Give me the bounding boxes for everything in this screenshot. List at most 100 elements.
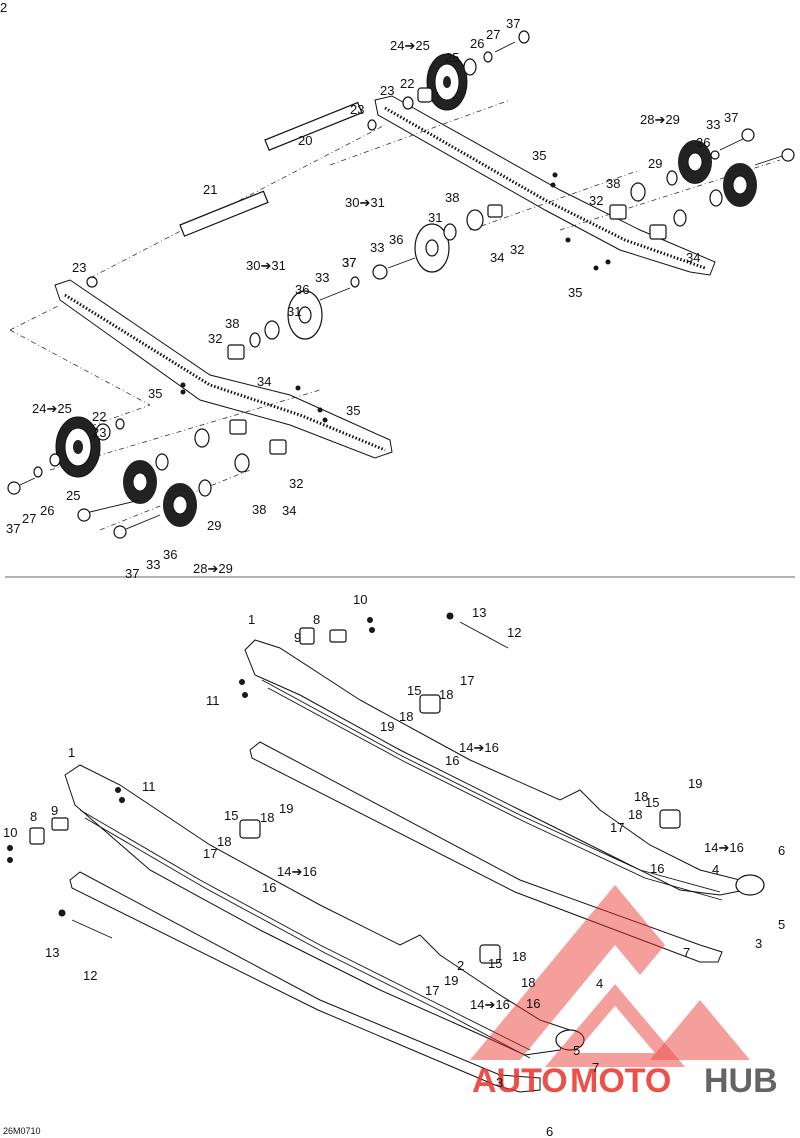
callout-label: 18: [628, 807, 642, 822]
callout-label: 23: [350, 102, 364, 117]
callout-label: 16: [262, 880, 276, 895]
callout-label: 19: [444, 973, 458, 988]
callout-label: 5: [778, 917, 785, 932]
callout-label: 7: [683, 945, 690, 960]
callout-label: 16: [445, 753, 459, 768]
callout-label: 14➔16: [470, 997, 510, 1012]
callout-label: 4: [712, 862, 719, 877]
callout-label: 37: [342, 255, 356, 270]
callout-label: 9: [51, 803, 58, 818]
callout-label: 19: [279, 801, 293, 816]
right-rail-top: [374, 95, 716, 276]
callout-label: 36: [295, 282, 309, 297]
callout-label: 35: [148, 386, 162, 401]
callout-label: 17: [460, 673, 474, 688]
shaft-21: [179, 190, 269, 237]
rail-lower: [64, 764, 571, 1059]
callout-label: 34: [686, 250, 700, 265]
callout-label: 27: [486, 27, 500, 42]
callout-label: 17: [610, 820, 624, 835]
callout-label: 14➔16: [704, 840, 744, 855]
callout-label: 37: [125, 566, 139, 581]
callout-label: 38: [445, 190, 459, 205]
watermark-part1: AUTO: [472, 1062, 568, 1100]
callout-label: 18: [521, 975, 535, 990]
watermark-part3: HUB: [704, 1062, 778, 1100]
wheel-29-left-a: [123, 460, 157, 504]
callout-label: 32: [289, 476, 303, 491]
callout-label: 17: [203, 846, 217, 861]
callout-label: 23: [92, 425, 106, 440]
callout-label: 6: [546, 1124, 553, 1138]
rail-upper: [244, 639, 746, 901]
callout-label: 33: [370, 240, 384, 255]
bottom-hardware: [7, 612, 765, 1051]
callout-label: 24➔25: [390, 38, 430, 53]
callout-label: 32: [208, 331, 222, 346]
callout-label: 1: [68, 745, 75, 760]
watermark-part2: MOTO: [570, 1062, 671, 1100]
callout-label: 37: [506, 16, 520, 31]
callout-label: 23: [380, 83, 394, 98]
callout-label: 38: [606, 176, 620, 191]
callout-label: 30➔31: [246, 258, 286, 273]
callout-label: 31: [428, 210, 442, 225]
callout-label: 15: [645, 795, 659, 810]
callout-label: 3: [755, 936, 762, 951]
callout-label: 31: [287, 304, 301, 319]
callout-label: 34: [490, 250, 504, 265]
callout-label: 22: [92, 409, 106, 424]
callout-label: 38: [252, 502, 266, 517]
idler-wheel-left-25: [55, 416, 101, 478]
wheel-29-left-b: [163, 483, 197, 527]
callout-label: 33: [146, 557, 160, 572]
wheel-31-mid: [287, 290, 323, 340]
callout-label: 15: [488, 956, 502, 971]
callout-label: 26: [40, 503, 54, 518]
callout-label: 25: [445, 50, 459, 65]
callout-label: 37: [342, 255, 356, 270]
runner-lower: [69, 871, 541, 1093]
callout-label: 24➔25: [32, 401, 72, 416]
callout-label: 28➔29: [640, 112, 680, 127]
callout-label: 7: [592, 1060, 599, 1075]
callout-label: 30➔31: [345, 195, 385, 210]
wheel-29-right-b: [723, 163, 757, 207]
callout-label: 35: [346, 403, 360, 418]
callout-label: 14➔16: [459, 740, 499, 755]
callout-label: 6: [778, 843, 785, 858]
callout-label: 36: [163, 547, 177, 562]
callout-label: 12: [507, 625, 521, 640]
callout-label: 34: [257, 374, 271, 389]
callout-label: 28➔29: [193, 561, 233, 576]
callout-label: 21: [203, 182, 217, 197]
callout-label: 13: [45, 945, 59, 960]
callout-label: 19: [380, 719, 394, 734]
callout-label: 16: [650, 861, 664, 876]
callout-label: 34: [282, 503, 296, 518]
callout-label: 15: [224, 808, 238, 823]
callout-label: 32: [589, 193, 603, 208]
callout-label: 16: [526, 996, 540, 1011]
small-hardware: [7, 30, 795, 539]
callout-label: 26: [470, 36, 484, 51]
callout-label: 36: [389, 232, 403, 247]
callout-label: 10: [353, 592, 367, 607]
idler-wheel-top-25: [426, 53, 468, 111]
left-rail-top: [54, 279, 393, 459]
callout-label: 1: [248, 612, 255, 627]
watermark-logo: AUTO MOTO HUB: [470, 885, 778, 1100]
wheel-29-right-a: [678, 140, 712, 184]
callout-label: 27: [22, 511, 36, 526]
callout-label: 10: [3, 825, 17, 840]
callout-label: 25: [66, 488, 80, 503]
callout-label: 36: [696, 135, 710, 150]
callout-label: 18: [512, 949, 526, 964]
callout-label: 20: [298, 133, 312, 148]
callout-label: 32: [510, 242, 524, 257]
callout-label: 15: [407, 683, 421, 698]
